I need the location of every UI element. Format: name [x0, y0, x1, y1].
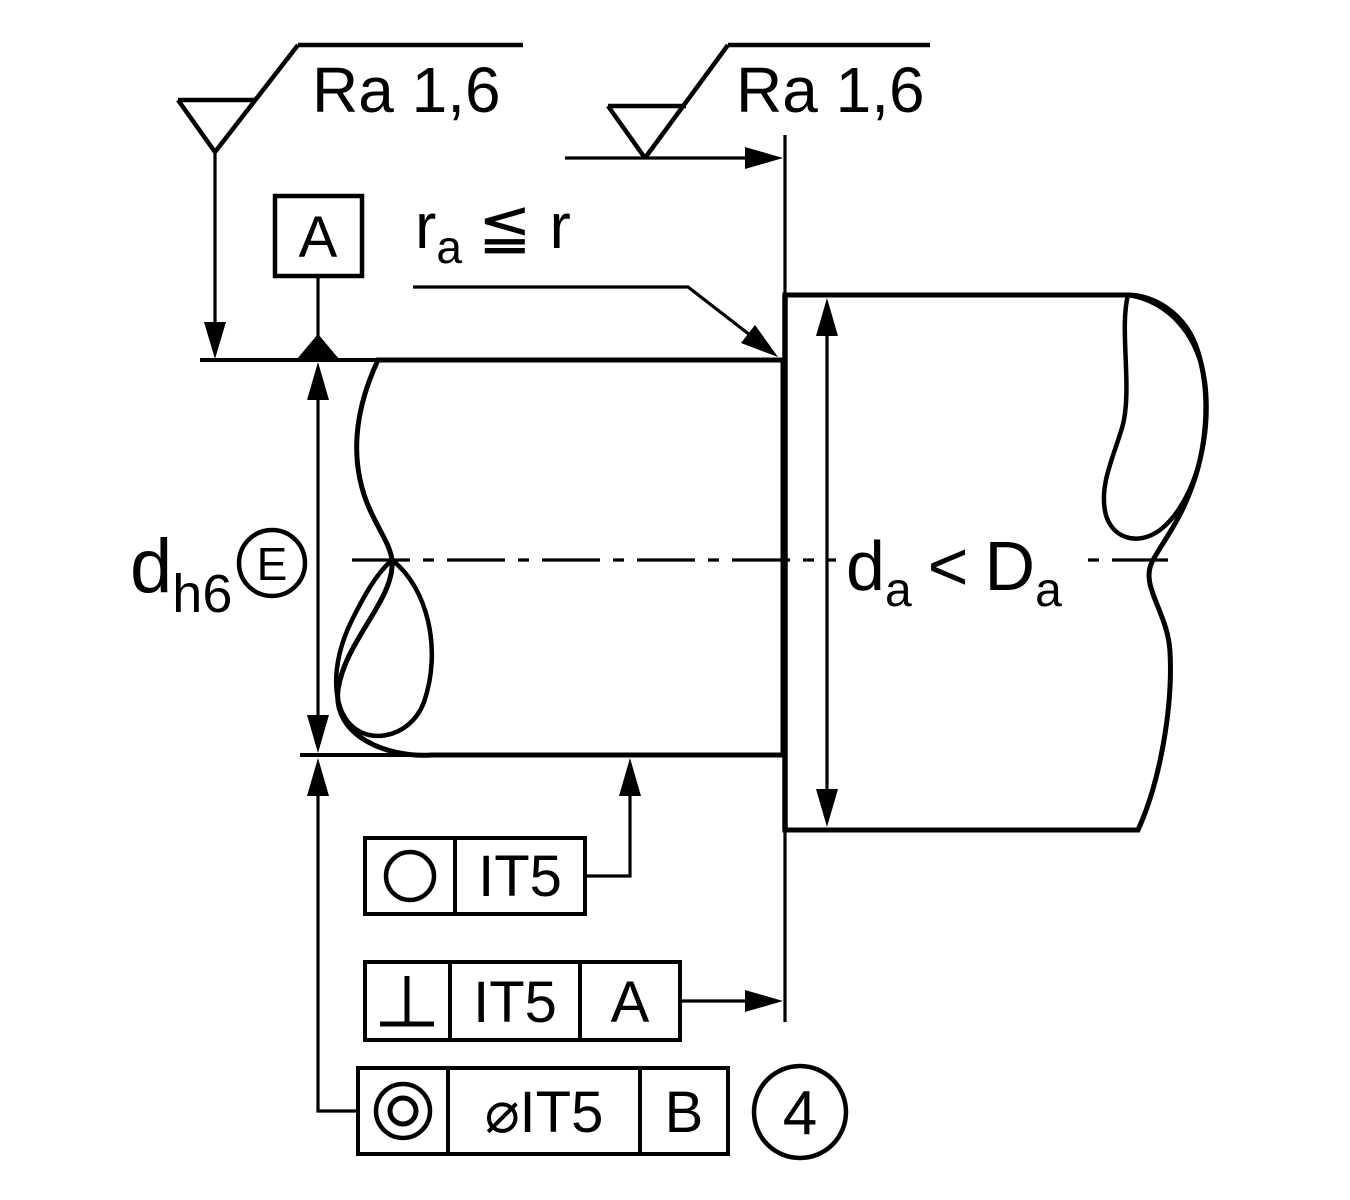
arrowhead-up-icon — [307, 758, 329, 796]
roundness-circle-icon — [383, 849, 437, 903]
dimension-seat-diameter: dh6 E — [130, 362, 329, 753]
concentricity-leader-line — [316, 794, 358, 1113]
frame-value-cell — [446, 1066, 642, 1156]
frame-symbol-cell — [356, 1066, 450, 1156]
callout-number: 4 — [751, 1063, 849, 1161]
arrowhead-up-icon — [307, 362, 329, 400]
datum-feature-a: A — [272, 193, 365, 359]
tolerance-frame-concentricity: ⌀IT5 B — [307, 758, 730, 1156]
frame-datum-cell — [638, 1066, 730, 1156]
svg-text:E: E — [257, 538, 288, 590]
perpendicularity-tolerance: IT5 — [473, 970, 557, 1035]
perpendicularity-icon — [380, 976, 434, 1027]
roundness-tolerance: IT5 — [478, 844, 562, 909]
frame-symbol-cell — [363, 836, 457, 916]
seat-break-lobe — [333, 557, 435, 739]
roughness-symbol-icon — [606, 42, 930, 160]
fillet-radius-note: ra≦r — [413, 190, 778, 357]
abutment-diameter-label: da<Da — [846, 527, 1062, 617]
arrowhead-fillet-icon — [741, 325, 778, 357]
frame-datum-cell — [578, 960, 682, 1042]
roughness-value-right: Ra 1,6 — [736, 54, 925, 126]
shaft-seat-cylinder — [333, 357, 786, 758]
tolerance-frame-perpendicularity: IT5 A — [363, 960, 783, 1042]
shoulder-break-lobe — [1101, 292, 1209, 541]
arrowhead-up-icon — [619, 758, 641, 796]
frame-value-cell — [448, 960, 582, 1042]
arrowhead-down-icon — [204, 322, 226, 359]
concentricity-tolerance: ⌀IT5 — [485, 1080, 604, 1145]
roundness-leader-line — [585, 794, 632, 878]
arrowhead-down-icon — [816, 789, 838, 827]
dimension-abutment-diameter: da<Da — [816, 298, 1083, 827]
fillet-leader-line — [413, 285, 751, 337]
extension-lines — [200, 135, 787, 1022]
datum-triangle-icon — [297, 334, 339, 359]
surface-finish-left: Ra 1,6 — [176, 42, 523, 359]
surface-finish-right: Ra 1,6 — [565, 42, 930, 169]
arrowhead-up-icon — [816, 298, 838, 336]
arrowhead-right-icon — [745, 147, 783, 169]
roughness-value-left: Ra 1,6 — [312, 54, 501, 126]
seat-outline — [335, 357, 786, 758]
fillet-note-text: ra≦r — [415, 190, 571, 273]
perpendicularity-datum: A — [611, 970, 650, 1035]
envelope-symbol-icon: E — [236, 527, 308, 599]
callout-circle-icon — [751, 1063, 849, 1161]
arrowhead-down-icon — [307, 715, 329, 753]
concentricity-datum: B — [665, 1080, 704, 1145]
concentricity-icon — [373, 1081, 433, 1141]
datum-label: A — [299, 205, 338, 270]
datum-box — [272, 193, 365, 279]
label-background — [836, 515, 1083, 607]
roughness-symbol-icon — [176, 42, 523, 154]
seat-diameter-label: dh6 — [130, 524, 232, 624]
arrowhead-right-icon — [745, 990, 783, 1012]
callout-number-text: 4 — [783, 1079, 817, 1148]
tolerance-frame-roundness: IT5 — [363, 758, 641, 916]
